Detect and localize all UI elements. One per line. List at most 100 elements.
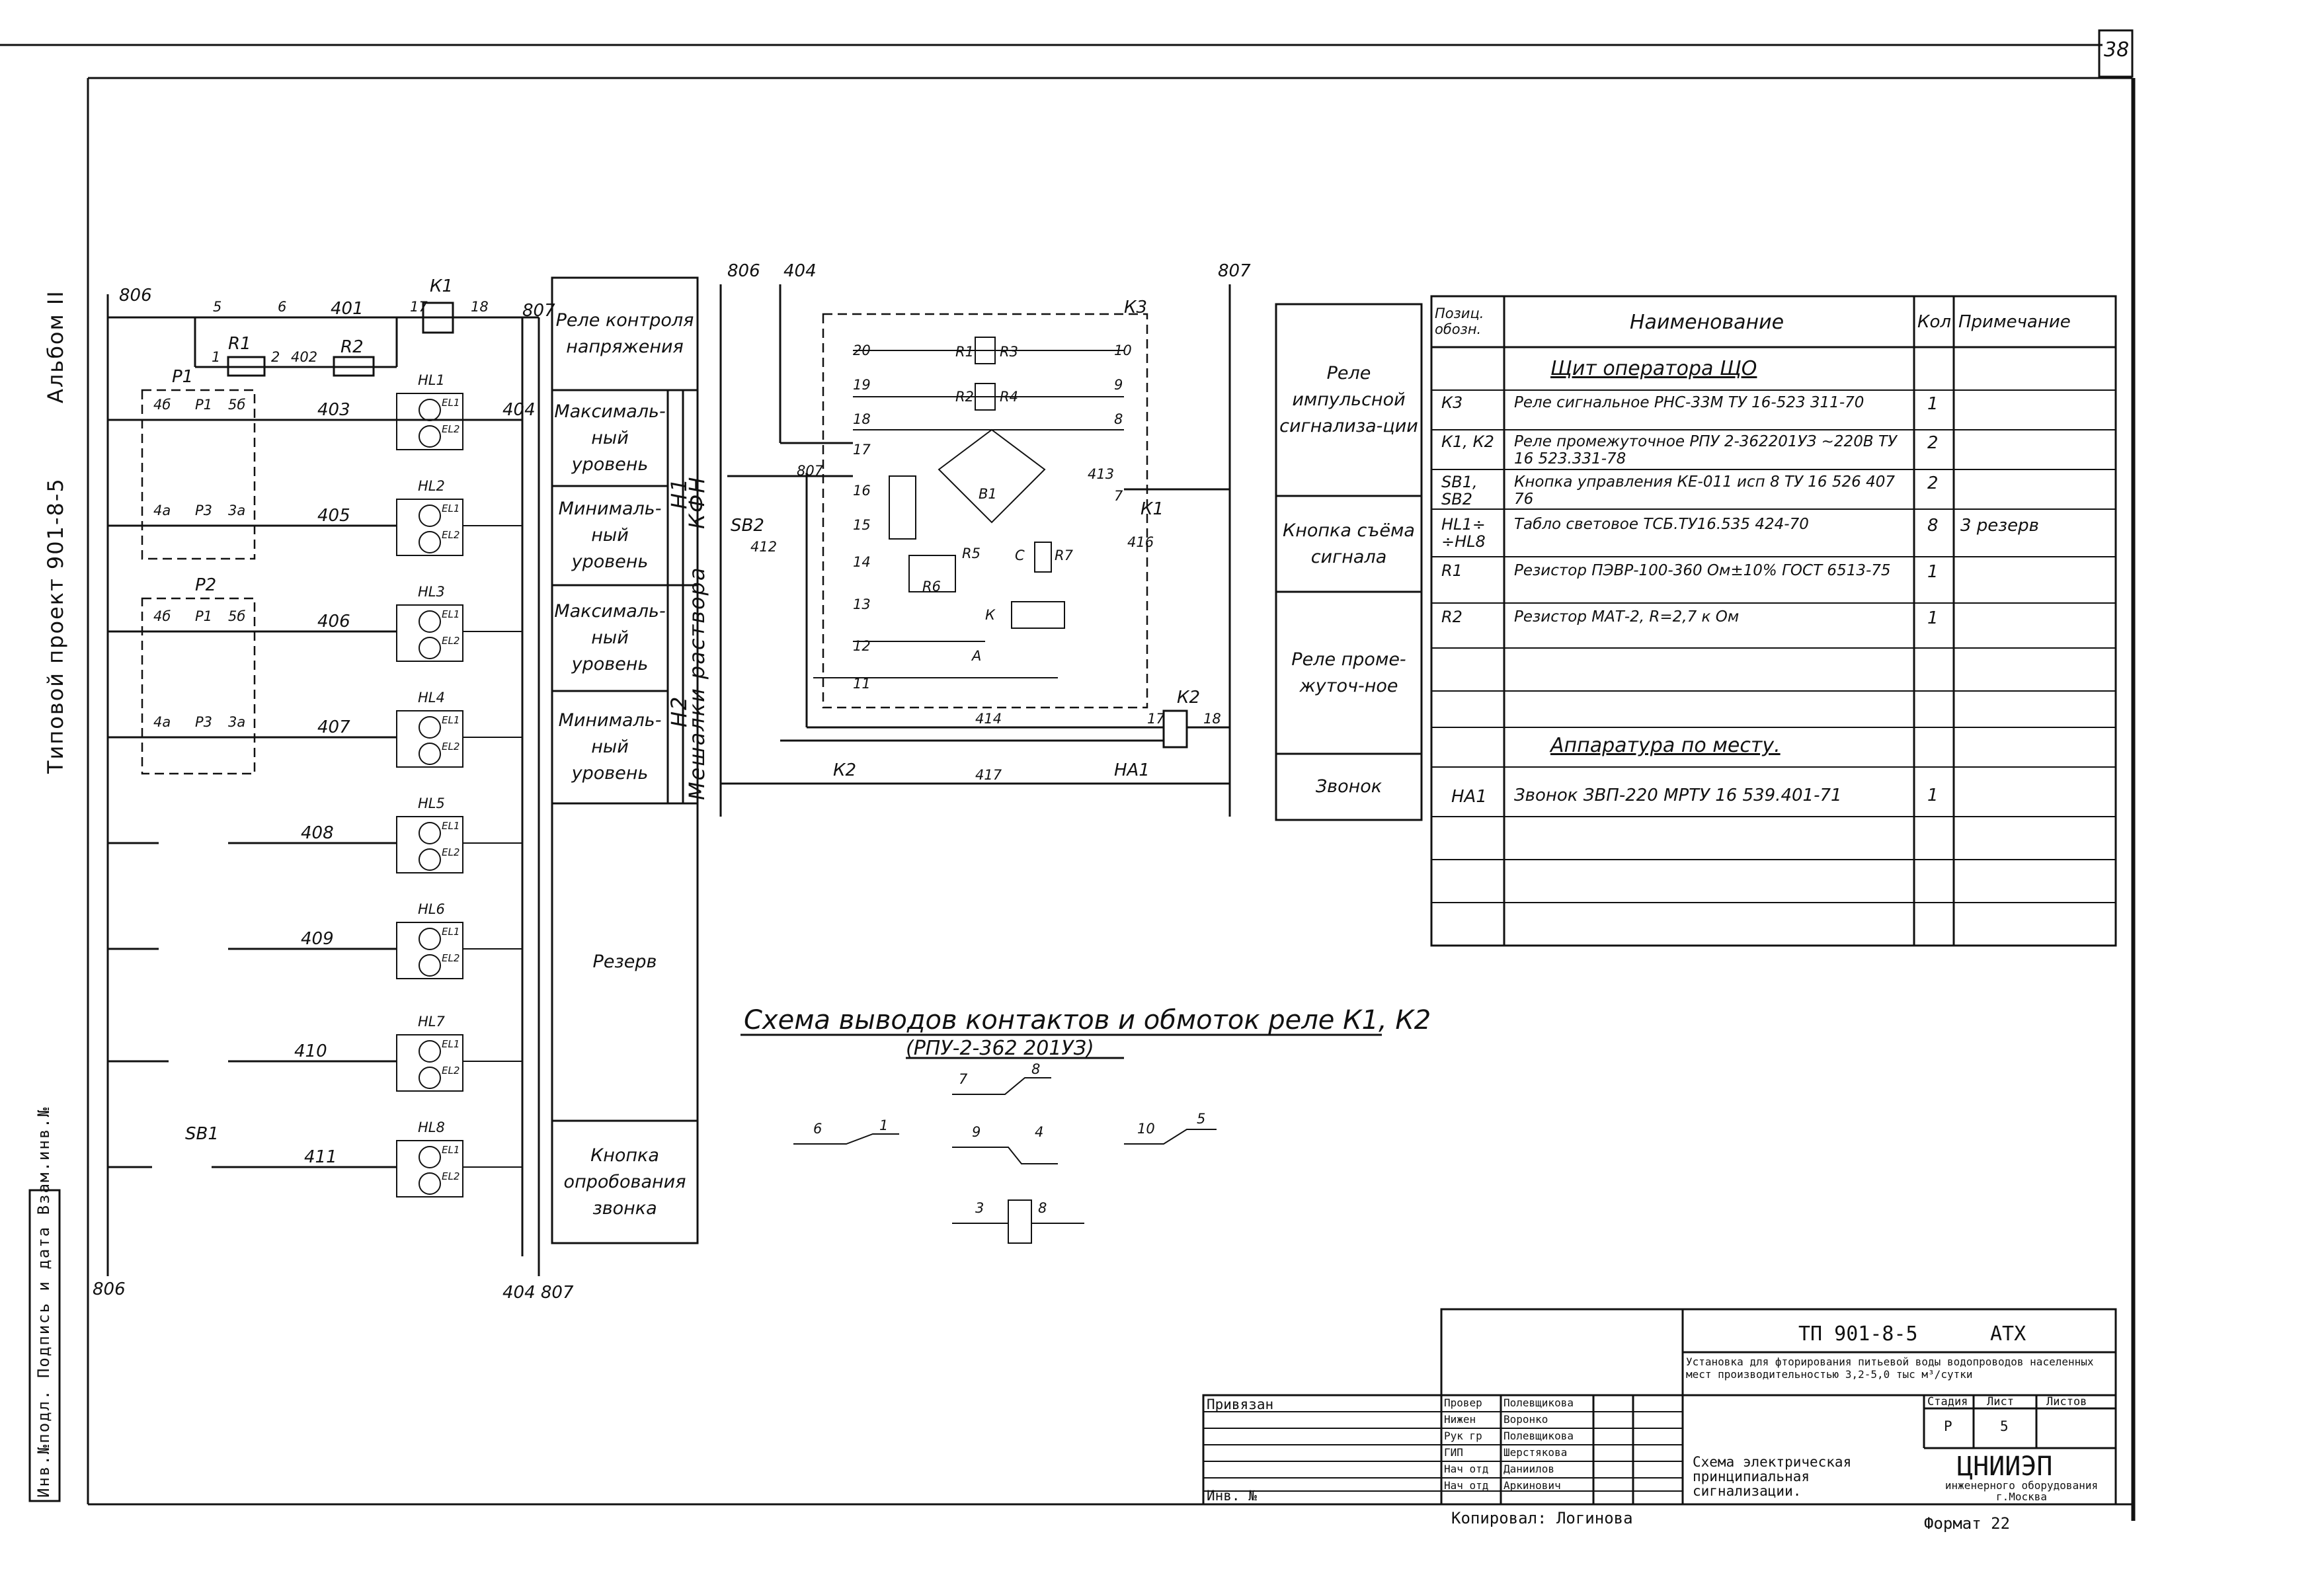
tb-inv: Инв. № [1207, 1488, 1257, 1504]
spec-header-note: Примечание [1958, 312, 2071, 332]
pin-8b: 8 [1038, 1200, 1047, 1216]
terminal-12: 12 [853, 638, 871, 654]
lamp-label-8: HL8 [418, 1119, 445, 1135]
spec-row-qty-5: 1 [1927, 608, 1939, 628]
tb-role-4: Нач отд [1444, 1463, 1489, 1475]
lamp-symbol-2 [396, 499, 522, 556]
lamp-part-8-2: EL2 [442, 1170, 460, 1182]
lamp-label-6: HL6 [418, 901, 445, 917]
mid-wire-414: 414 [975, 711, 1002, 727]
spec-row-qty-0: 1 [1927, 394, 1939, 414]
comp-k: К [985, 607, 995, 623]
node-5b-1: 5б [228, 397, 246, 413]
comp-r1: R1 [955, 344, 974, 360]
func-min-level-2: Минималь-ный уровень [558, 710, 662, 784]
k2-node-18: 18 [1203, 711, 1221, 727]
bus-807-bottom: 404 807 [502, 1283, 574, 1303]
tb-copied: Копировал: Логинова [1451, 1509, 1633, 1527]
spec-row2-pos: НА1 [1451, 787, 1487, 807]
tb-code: ТП 901-8-5 [1798, 1322, 1918, 1346]
tb-drawing-title: Схема электрическая принципиальная сигна… [1693, 1454, 1852, 1499]
lamp-part-5-2: EL2 [442, 846, 460, 858]
func-max-level-1: Максималь-ный уровень [554, 401, 666, 475]
spec-row-pos-3: HL1÷ ÷HL8 [1441, 515, 1486, 551]
spec-row-name-4: Резистор ПЭВР-100-360 Ом±10% ГОСТ 6513-7… [1514, 562, 1891, 579]
lamp-symbol-8 [396, 1140, 522, 1197]
tb-stage: Р [1944, 1418, 1952, 1434]
lamp-part-8-1: EL1 [442, 1144, 460, 1156]
spec-row2-qty: 1 [1927, 786, 1939, 805]
bus-807-top: 807 [522, 301, 555, 321]
comp-a: А [972, 648, 982, 664]
mid-wire-413: 413 [1088, 466, 1115, 482]
lamp-symbol-6 [396, 922, 522, 979]
tb-org: ЦНИИЭП [1957, 1451, 2053, 1482]
node-5: 5 [213, 299, 222, 315]
terminal-20: 20 [853, 343, 871, 358]
tb-name-1: Воронко [1503, 1413, 1548, 1426]
relay-p2-label: P2 [195, 575, 217, 595]
terminal-r-9: 9 [1114, 377, 1123, 393]
tb-name-3: Шерстякова [1503, 1446, 1568, 1459]
lamp-label-2: HL2 [418, 478, 445, 494]
spec-row-name-0: Реле сигнальное РНС-33М ТУ 16-523 311-70 [1514, 394, 1864, 411]
node-5b-2: 5б [228, 608, 246, 624]
lamp-part-1-1: EL1 [442, 397, 460, 409]
spec-row2-name: Звонок ЗВП-220 МРТУ 16 539.401-71 [1514, 786, 1842, 805]
tb-role-3: ГИП [1444, 1446, 1463, 1459]
node-4b-1: 4б [153, 397, 171, 413]
tb-role-2: Рук гр [1444, 1430, 1482, 1442]
tb-org-sub: инженерного оборудования г.Москва [1944, 1479, 2099, 1503]
comp-r4: R4 [1000, 389, 1018, 405]
group-kfn: КФН [684, 475, 709, 529]
node-4a-1: 4а [153, 503, 171, 518]
relay-k1-label: К1 [430, 276, 454, 296]
bus-806-bottom: 806 [93, 1279, 126, 1299]
lamp-symbol-4 [396, 710, 522, 768]
spec-row-qty-2: 2 [1927, 473, 1939, 493]
lamp-label-7: HL7 [418, 1014, 445, 1030]
resistor-r2-label: R2 [341, 337, 364, 357]
relay-k3-label: К3 [1124, 298, 1148, 317]
node-3a-1: 3а [228, 503, 246, 518]
mid-wire-416: 416 [1127, 534, 1154, 550]
wire-406: 406 [317, 612, 350, 631]
tb-name-2: Полевщикова [1503, 1430, 1574, 1442]
project-label: Типовой проект 901-8-5 [43, 477, 68, 774]
terminal-11: 11 [853, 676, 871, 692]
lamp-part-4-1: EL1 [442, 714, 460, 726]
pin-8a: 8 [1031, 1061, 1041, 1077]
pin-10: 10 [1137, 1121, 1155, 1137]
relay-k2-label: К2 [1177, 688, 1201, 708]
tb-format: Формат 22 [1924, 1514, 2011, 1533]
contact-p3-a: Р3 [195, 503, 213, 518]
node-6: 6 [278, 299, 287, 315]
lamp-symbol-1 [396, 393, 522, 450]
lamp-part-6-1: EL1 [442, 926, 460, 938]
relay-scheme-title: Схема выводов контактов и обмоток реле К… [744, 1005, 1431, 1035]
lamp-part-5-1: EL1 [442, 820, 460, 832]
terminal-17: 17 [853, 442, 871, 458]
pin-5: 5 [1197, 1111, 1206, 1127]
lamp-symbol-3 [396, 604, 522, 662]
comp-r6: R6 [922, 579, 941, 594]
spec-row-pos-4: R1 [1441, 561, 1463, 580]
lamp-part-4-2: EL2 [442, 741, 460, 752]
lamp-label-3: HL3 [418, 584, 445, 600]
node-2: 2 [271, 349, 280, 365]
k1-contact-label: К1 [1141, 499, 1164, 519]
terminal-14: 14 [853, 554, 871, 570]
wire-410: 410 [294, 1041, 327, 1061]
spec-row-pos-2: SВ1, SВ2 [1441, 473, 1478, 508]
tb-name-5: Аркинович [1503, 1479, 1561, 1492]
resistor-r1-label: R1 [228, 334, 251, 354]
terminal-16: 16 [853, 483, 871, 499]
tb-role-0: Провер [1444, 1397, 1482, 1409]
lamp-part-6-2: EL2 [442, 952, 460, 964]
terminal-r-8: 8 [1114, 411, 1123, 427]
terminal-15: 15 [853, 517, 871, 533]
spec-row-pos-1: К1, К2 [1441, 432, 1494, 451]
lamp-label-4: HL4 [418, 690, 445, 706]
mid-wire-417: 417 [975, 767, 1002, 783]
pin-6: 6 [813, 1121, 822, 1137]
